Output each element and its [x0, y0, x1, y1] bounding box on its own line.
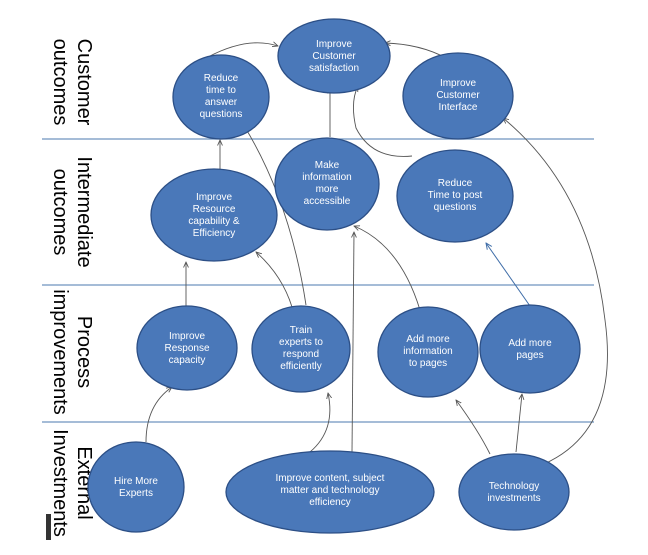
svg-text:Customeroutcomes: Customeroutcomes: [49, 39, 95, 126]
band-label-customer: Customeroutcomes: [49, 39, 95, 126]
arrow-hire-to-response: [145, 387, 172, 443]
band-label-process-line1: Process: [73, 316, 95, 388]
svg-text:ExternalInvestments: ExternalInvestments: [49, 429, 95, 537]
arrow-tech-to-interface: [503, 118, 608, 465]
edge-marker: [46, 514, 51, 540]
band-label-intermediate-line2: outcomes: [49, 169, 71, 256]
band-label-customer-line2: outcomes: [49, 39, 71, 126]
arrow-tech-to-pages: [515, 394, 522, 453]
band-label-external: ExternalInvestments: [49, 429, 95, 537]
arrow-train-to-resource: [256, 252, 293, 308]
band-label-external-line1: External: [73, 446, 95, 519]
arrow-reduce-post-to-satisfaction: [353, 86, 413, 157]
svg-text:Intermediateoutcomes: Intermediateoutcomes: [49, 156, 95, 267]
arrow-pages-to-reduce-post: [486, 243, 531, 307]
arrow-content-to-train: [309, 393, 330, 453]
arrow-content-to-accessible: [352, 232, 354, 453]
arrow-tech-to-info: [456, 400, 491, 455]
band-label-intermediate: Intermediateoutcomes: [49, 156, 95, 267]
band-label-process: Processimprovements: [49, 289, 95, 415]
arrow-info-to-accessible: [354, 226, 421, 311]
band-label-intermediate-line1: Intermediate: [73, 156, 95, 267]
band-label-external-line2: Investments: [49, 429, 71, 537]
arrow-reduce-answer-to-satisfaction: [207, 43, 278, 58]
connectors: [145, 43, 608, 465]
band-label-process-line2: improvements: [49, 289, 71, 415]
svg-text:Processimprovements: Processimprovements: [49, 289, 95, 415]
band-label-customer-line1: Customer: [73, 39, 95, 126]
